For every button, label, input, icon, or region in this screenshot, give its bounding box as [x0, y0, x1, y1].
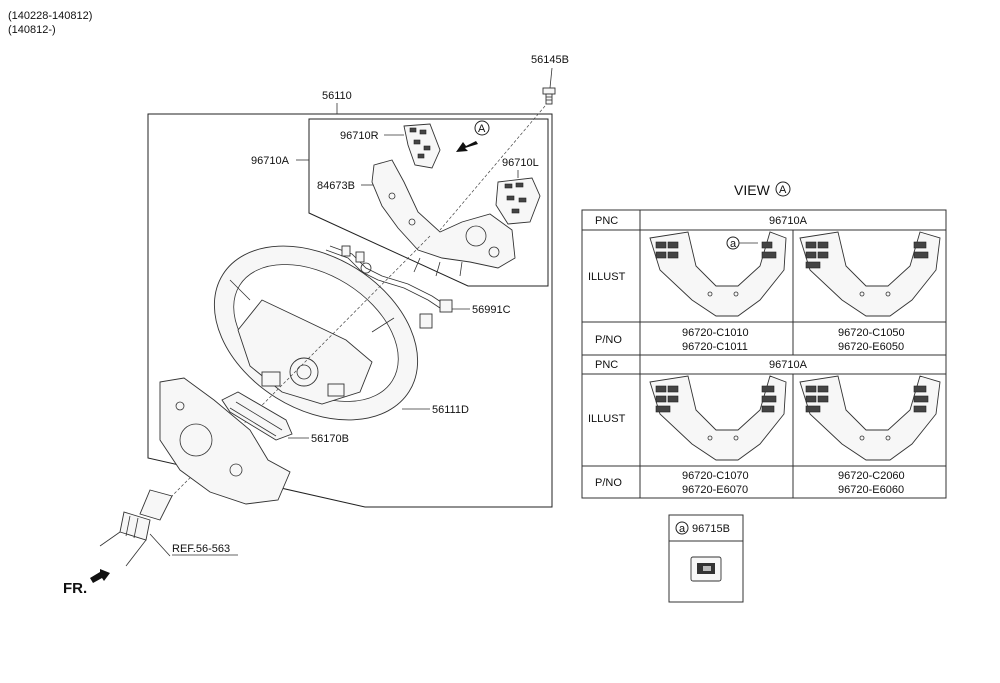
front-arrow-icon — [90, 569, 110, 583]
view-a-marker — [474, 120, 490, 136]
callout-96710A: 96710A — [251, 155, 290, 167]
leader-ref — [149, 533, 171, 557]
table-pno-2d: 96720-E6060 — [838, 484, 904, 496]
view-arrow-icon — [456, 141, 478, 152]
bezel-icon — [221, 391, 293, 441]
column-centerline — [167, 235, 431, 501]
illust-switch-panel-1b — [799, 231, 941, 317]
callout-56991C: 56991C — [472, 304, 511, 316]
illust-switch-panel-2b — [799, 375, 941, 461]
view-a-marker-letter: A — [478, 123, 486, 135]
front-label: FR. — [63, 580, 87, 597]
table-pno-1c: 96720-C1050 — [838, 327, 905, 339]
table-pnc-label-2: PNC — [595, 359, 618, 371]
illust-switch-panel-2a — [649, 375, 787, 461]
switch-group-frame — [308, 118, 549, 287]
callout-96710R: 96710R — [340, 130, 379, 142]
view-title-letter: A — [779, 184, 787, 196]
bolt-icon — [542, 87, 556, 105]
illust-switch-panel-1a: a — [649, 231, 787, 317]
table-illust-label-1: ILLUST — [588, 271, 626, 283]
table-pno-2c: 96720-C2060 — [838, 470, 905, 482]
table-pnc-value-2: 96710A — [769, 359, 808, 371]
table-pno-1b: 96720-C1011 — [682, 341, 748, 353]
table-pnc-label-1: PNC — [595, 215, 618, 227]
detail-marker: a — [679, 523, 686, 535]
ok-switch-icon — [690, 556, 722, 582]
detail-box — [668, 514, 744, 603]
right-switch-icon — [403, 123, 441, 169]
left-switch-icon — [495, 177, 541, 225]
callout-56145B: 56145B — [531, 54, 569, 66]
callout-56170B: 56170B — [311, 433, 349, 445]
parts-table — [581, 209, 947, 499]
table-pno-label-1: P/NO — [595, 334, 622, 346]
table-pno-2a: 96720-C1070 — [682, 470, 749, 482]
callout-56111D: 56111D — [432, 404, 469, 416]
bracket-icon — [371, 159, 516, 277]
variant-marker: a — [730, 238, 737, 250]
table-pnc-value-1: 96710A — [769, 215, 808, 227]
table-pno-1a: 96720-C1010 — [682, 327, 749, 339]
harness-icon — [325, 245, 453, 329]
callout-56110: 56110 — [322, 90, 352, 102]
table-pno-label-2: P/NO — [595, 477, 622, 489]
table-pno-2b: 96720-E6070 — [682, 484, 748, 496]
view-title-marker — [775, 181, 791, 197]
date-range-2: (140812-) — [8, 24, 56, 36]
leader-56145B — [549, 67, 553, 89]
date-range-1: (140228-140812) — [8, 10, 92, 22]
bolt-centerline — [439, 105, 546, 231]
callout-84673B: 84673B — [317, 180, 355, 192]
lower-cover-icon — [159, 377, 291, 505]
view-title: VIEW — [734, 182, 771, 198]
table-illust-label-2: ILLUST — [588, 413, 626, 425]
table-pno-1d: 96720-E6050 — [838, 341, 904, 353]
detail-part-number: 96715B — [692, 523, 730, 535]
assembly-frame — [147, 113, 553, 508]
steering-wheel-icon — [213, 245, 419, 421]
callout-96710L: 96710L — [502, 157, 539, 169]
steering-column-icon — [99, 489, 173, 567]
callout-ref: REF.56-563 — [172, 543, 230, 555]
